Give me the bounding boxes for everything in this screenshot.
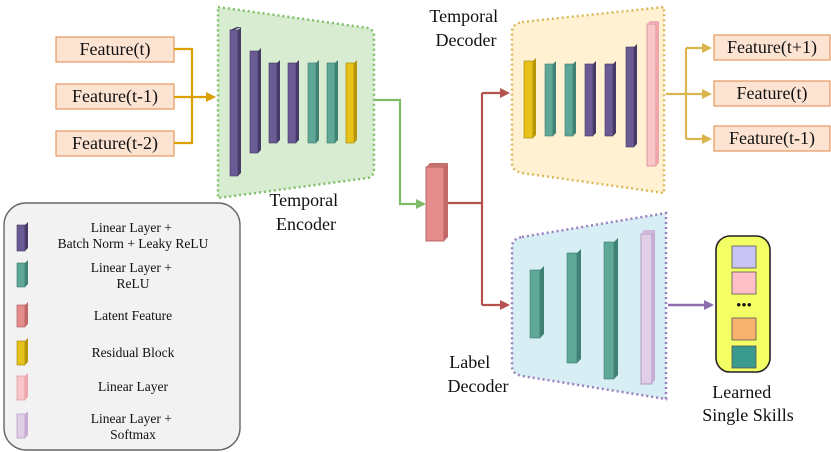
legend-label-residual-block: Residual Block [92,345,175,360]
legend-item-linear-bn-lrelu: Linear Layer + Batch Norm + Leaky ReLU [16,220,209,252]
decoder-layer-linear-bn-lrelu-1 [584,61,596,137]
legend-label-latent-feature: Latent Feature [94,308,172,323]
encoder-to-latent-arrow [374,98,426,209]
temporal-decoder-label: Temporal Decoder [429,6,502,50]
input-feature-t-label: Feature(t) [80,39,151,60]
legend-item-residual-block: Residual Block [16,338,175,366]
output-feature-t-label: Feature(t) [737,83,808,104]
label-layer-linear-softmax [640,230,655,385]
input-feature-t-1: Feature(t-1) [55,83,175,110]
decoder-residual-block [523,58,536,139]
legend-item-linear-layer: Linear Layer [16,373,169,401]
skill-swatch-4 [731,345,757,369]
latent-feature-block [425,163,448,242]
output-feature-t-plus-1: Feature(t+1) [713,34,831,61]
output-feature-t-1: Feature(t-1) [713,125,831,152]
learned-skills-label: Learned Single Skills [702,382,794,425]
label-decoder-block [510,211,668,401]
input-feature-t-2: Feature(t-2) [55,130,175,157]
legend-item-latent-feature: Latent Feature [16,302,172,328]
decoder-layer-linear-relu-2 [564,61,576,137]
label-layer-linear-relu-1 [529,266,544,339]
label-layer-linear-relu-3 [603,238,618,380]
legend-box [3,202,241,451]
output-arrows [666,43,712,144]
legend-item-linear-softmax: Linear Layer + Softmax [16,411,175,442]
legend-item-linear-relu: Linear Layer + ReLU [16,260,175,291]
encoder-residual-block [345,60,357,144]
skills-ellipsis: ••• [736,298,752,314]
encoder-layer-6-linear-relu [326,60,338,144]
output-feature-t-plus-1-label: Feature(t+1) [727,37,817,58]
output-feature-t-1-label: Feature(t-1) [729,128,815,149]
temporal-encoder-label: Temporal Encoder [269,190,342,234]
legend-label-linear-softmax: Linear Layer + Softmax [91,411,175,442]
decoder-layer-linear-bn-lrelu-3 [625,44,637,148]
input-feature-t-1-label: Feature(t-1) [72,86,158,107]
decoder-layer-linear-relu-1 [544,61,556,137]
encoder-layer-2-linear-bn-lrelu [249,48,261,154]
legend: Linear Layer + Batch Norm + Leaky ReLU L… [3,202,241,451]
label-decoder-layers [529,230,655,385]
legend-label-linear-layer: Linear Layer [98,379,169,394]
input-arrows [174,47,216,145]
input-feature-t: Feature(t) [55,36,175,63]
skill-swatch-2 [731,271,757,295]
decoder-linear-layer [646,21,659,167]
latent-to-decoder-arrows [444,88,510,310]
encoder-layer-4-linear-bn-lrelu [287,60,299,144]
encoder-layer-1-linear-bn-lrelu [229,27,241,177]
encoder-layers [229,27,357,177]
skill-swatch-1 [731,245,757,269]
label-decoder-label: Label Decoder [448,352,509,396]
label-layer-linear-relu-2 [566,249,581,364]
learned-skills-panel: ••• [715,235,771,373]
decoder-layer-linear-bn-lrelu-2 [604,61,616,137]
output-feature-t: Feature(t) [713,80,831,107]
encoder-layer-3-linear-bn-lrelu [268,60,280,144]
decoder-layers [523,21,659,167]
legend-label-linear-relu: Linear Layer + ReLU [91,260,175,291]
input-feature-t-2-label: Feature(t-2) [72,133,158,154]
legend-label-linear-bn-lrelu: Linear Layer + Batch Norm + Leaky ReLU [58,220,209,251]
skill-swatch-3 [731,317,757,341]
encoder-layer-5-linear-relu [307,60,319,144]
